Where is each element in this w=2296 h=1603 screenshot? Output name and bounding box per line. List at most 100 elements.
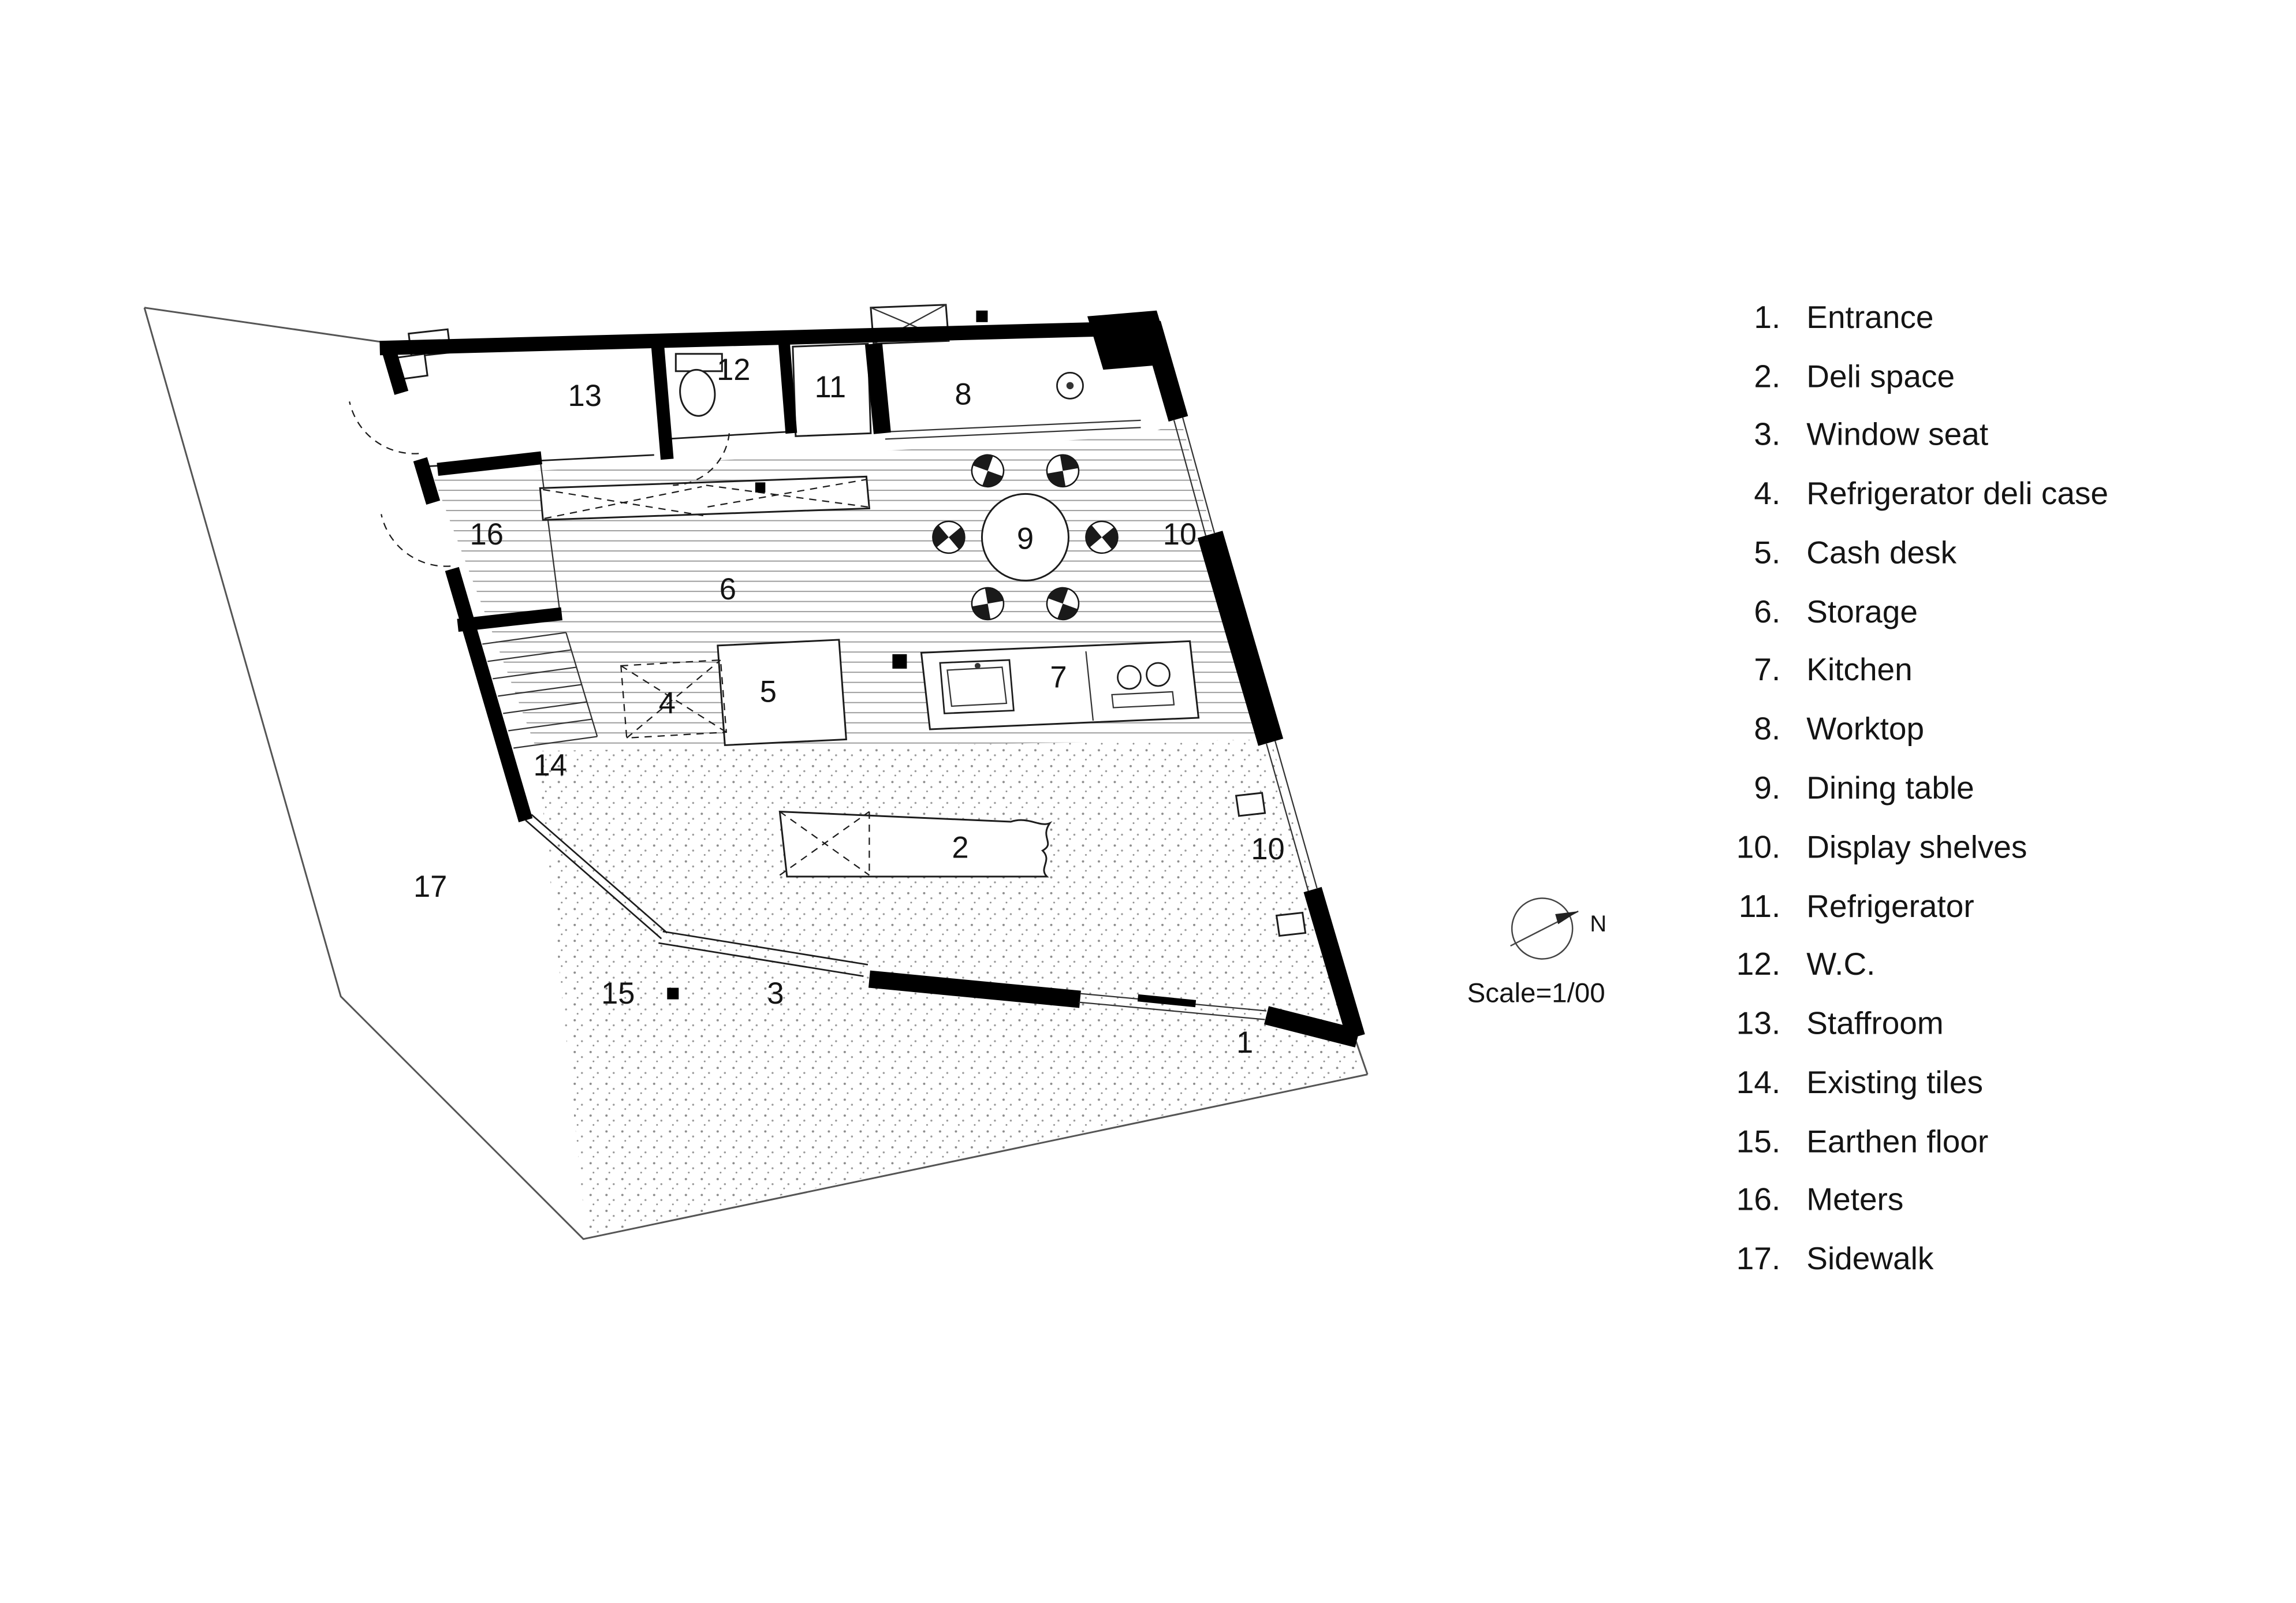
- svg-text:Earthen floor: Earthen floor: [1806, 1124, 1988, 1160]
- legend-item: 2. Deli space: [1754, 358, 1955, 394]
- svg-text:12.: 12.: [1736, 946, 1780, 982]
- room-label-display-shelves-lower: 10: [1251, 832, 1284, 866]
- room-label-window-seat: 3: [767, 976, 784, 1011]
- stove-burner: [1117, 665, 1142, 690]
- room-label-entrance: 1: [1236, 1026, 1253, 1060]
- room-label-sidewalk: 17: [413, 870, 447, 904]
- svg-text:Existing tiles: Existing tiles: [1806, 1064, 1983, 1100]
- legend-item: 17. Sidewalk: [1736, 1240, 1934, 1276]
- svg-text:Worktop: Worktop: [1806, 710, 1924, 746]
- svg-text:Deli space: Deli space: [1806, 358, 1955, 394]
- svg-text:Staffroom: Staffroom: [1806, 1005, 1943, 1041]
- openings: [1078, 417, 1318, 1020]
- room-label-dining-table: 9: [1017, 521, 1034, 556]
- door-swing: [673, 433, 730, 486]
- compass-north-label: N: [1590, 911, 1607, 937]
- svg-text:10.: 10.: [1736, 829, 1780, 865]
- svg-text:Refrigerator: Refrigerator: [1806, 888, 1974, 924]
- svg-text:1.: 1.: [1754, 299, 1780, 335]
- room-label-kitchen: 7: [1050, 660, 1067, 694]
- legend-item: 12. W.C.: [1736, 946, 1876, 982]
- worktop-sink: [1056, 371, 1084, 400]
- svg-text:5.: 5.: [1754, 534, 1780, 570]
- legend-item: 1. Entrance: [1754, 299, 1933, 335]
- toilet-bowl: [679, 368, 716, 417]
- cash-desk: [717, 639, 847, 747]
- legend-item: 5. Cash desk: [1754, 534, 1956, 570]
- svg-text:Meters: Meters: [1806, 1181, 1903, 1217]
- legend-item: 4. Refrigerator deli case: [1754, 475, 2108, 511]
- wall-marker: [976, 310, 988, 322]
- svg-text:14.: 14.: [1736, 1064, 1780, 1100]
- svg-text:Dining table: Dining table: [1806, 770, 1974, 806]
- svg-text:17.: 17.: [1736, 1240, 1780, 1276]
- door-swing: [381, 514, 451, 567]
- deli-case: [620, 659, 728, 739]
- svg-text:Kitchen: Kitchen: [1806, 651, 1912, 687]
- svg-text:16.: 16.: [1736, 1181, 1780, 1217]
- dining-table: [981, 493, 1069, 581]
- toilet-tank: [674, 353, 723, 372]
- walls: [379, 310, 1365, 1047]
- room-label-staffroom: 13: [568, 379, 602, 413]
- legend-item: 15. Earthen floor: [1736, 1124, 1988, 1160]
- room-label-existing-tiles: 14: [534, 748, 567, 782]
- svg-text:15.: 15.: [1736, 1124, 1780, 1160]
- room-label-meters: 16: [470, 517, 504, 551]
- svg-text:8.: 8.: [1754, 710, 1780, 746]
- legend-item: 16. Meters: [1736, 1181, 1904, 1217]
- svg-text:6.: 6.: [1754, 594, 1780, 629]
- legend-item: 14. Existing tiles: [1736, 1064, 1983, 1100]
- svg-text:Sidewalk: Sidewalk: [1806, 1240, 1934, 1276]
- svg-text:Window seat: Window seat: [1806, 416, 1988, 452]
- room-label-refrigerator: 11: [815, 370, 847, 404]
- svg-text:9.: 9.: [1754, 770, 1780, 806]
- svg-text:Display shelves: Display shelves: [1806, 829, 2027, 865]
- legend-item: 11. Refrigerator: [1739, 888, 1974, 924]
- plan-number-labels: 13 12 11 8 9 10 16 6 4 5 7 14 2 10 15 3 …: [413, 353, 1285, 1060]
- compass-needle-tip: [1555, 911, 1579, 924]
- display-shelf-box: [1275, 911, 1307, 937]
- legend: 1. Entrance 2. Deli space 3. Window seat 4.…: [1736, 299, 2108, 1276]
- room-label-earthen-floor: 15: [601, 976, 635, 1011]
- svg-text:W.C.: W.C.: [1806, 946, 1875, 982]
- stair-treads: [482, 632, 598, 749]
- svg-text:4.: 4.: [1754, 475, 1780, 511]
- legend-item: 13. Staffroom: [1736, 1005, 1944, 1041]
- door-swing: [349, 401, 419, 454]
- legend-item: 3. Window seat: [1754, 416, 1988, 452]
- room-label-display-shelves-upper: 10: [1163, 517, 1197, 551]
- room-label-worktop: 8: [955, 377, 971, 411]
- legend-item: 6. Storage: [1754, 594, 1918, 629]
- storage-shelf: [539, 475, 871, 521]
- svg-text:3.: 3.: [1754, 416, 1780, 452]
- display-shelf-box: [1235, 792, 1266, 817]
- legend-item: 7. Kitchen: [1754, 651, 1912, 687]
- svg-text:Cash desk: Cash desk: [1806, 534, 1956, 570]
- svg-text:Refrigerator deli case: Refrigerator deli case: [1806, 475, 2108, 511]
- room-label-cash-desk: 5: [760, 674, 777, 709]
- room-label-deli-space: 2: [952, 831, 968, 865]
- svg-text:Storage: Storage: [1806, 594, 1918, 629]
- deli-island: [778, 810, 1053, 878]
- legend-item: 10. Display shelves: [1736, 829, 2027, 865]
- room-label-storage: 6: [720, 572, 736, 606]
- legend-item: 9. Dining table: [1754, 770, 1974, 806]
- svg-text:7.: 7.: [1754, 651, 1780, 687]
- svg-text:11.: 11.: [1739, 888, 1780, 924]
- column-marker: [892, 654, 907, 669]
- compass: N: [1510, 897, 1607, 960]
- room-label-wc: 12: [717, 353, 750, 387]
- site-boundary: [143, 307, 1369, 1240]
- svg-text:Entrance: Entrance: [1806, 299, 1933, 335]
- column-marker: [667, 987, 679, 1000]
- kitchen-sink: [939, 659, 1015, 714]
- room-label-deli-case: 4: [659, 686, 676, 720]
- fixtures: [349, 304, 1307, 1000]
- svg-text:13.: 13.: [1736, 1005, 1780, 1041]
- scale-text: Scale=1/00: [1467, 978, 1605, 1009]
- svg-text:2.: 2.: [1754, 358, 1780, 394]
- stove-burner: [1146, 662, 1171, 687]
- compass-circle: [1511, 897, 1574, 960]
